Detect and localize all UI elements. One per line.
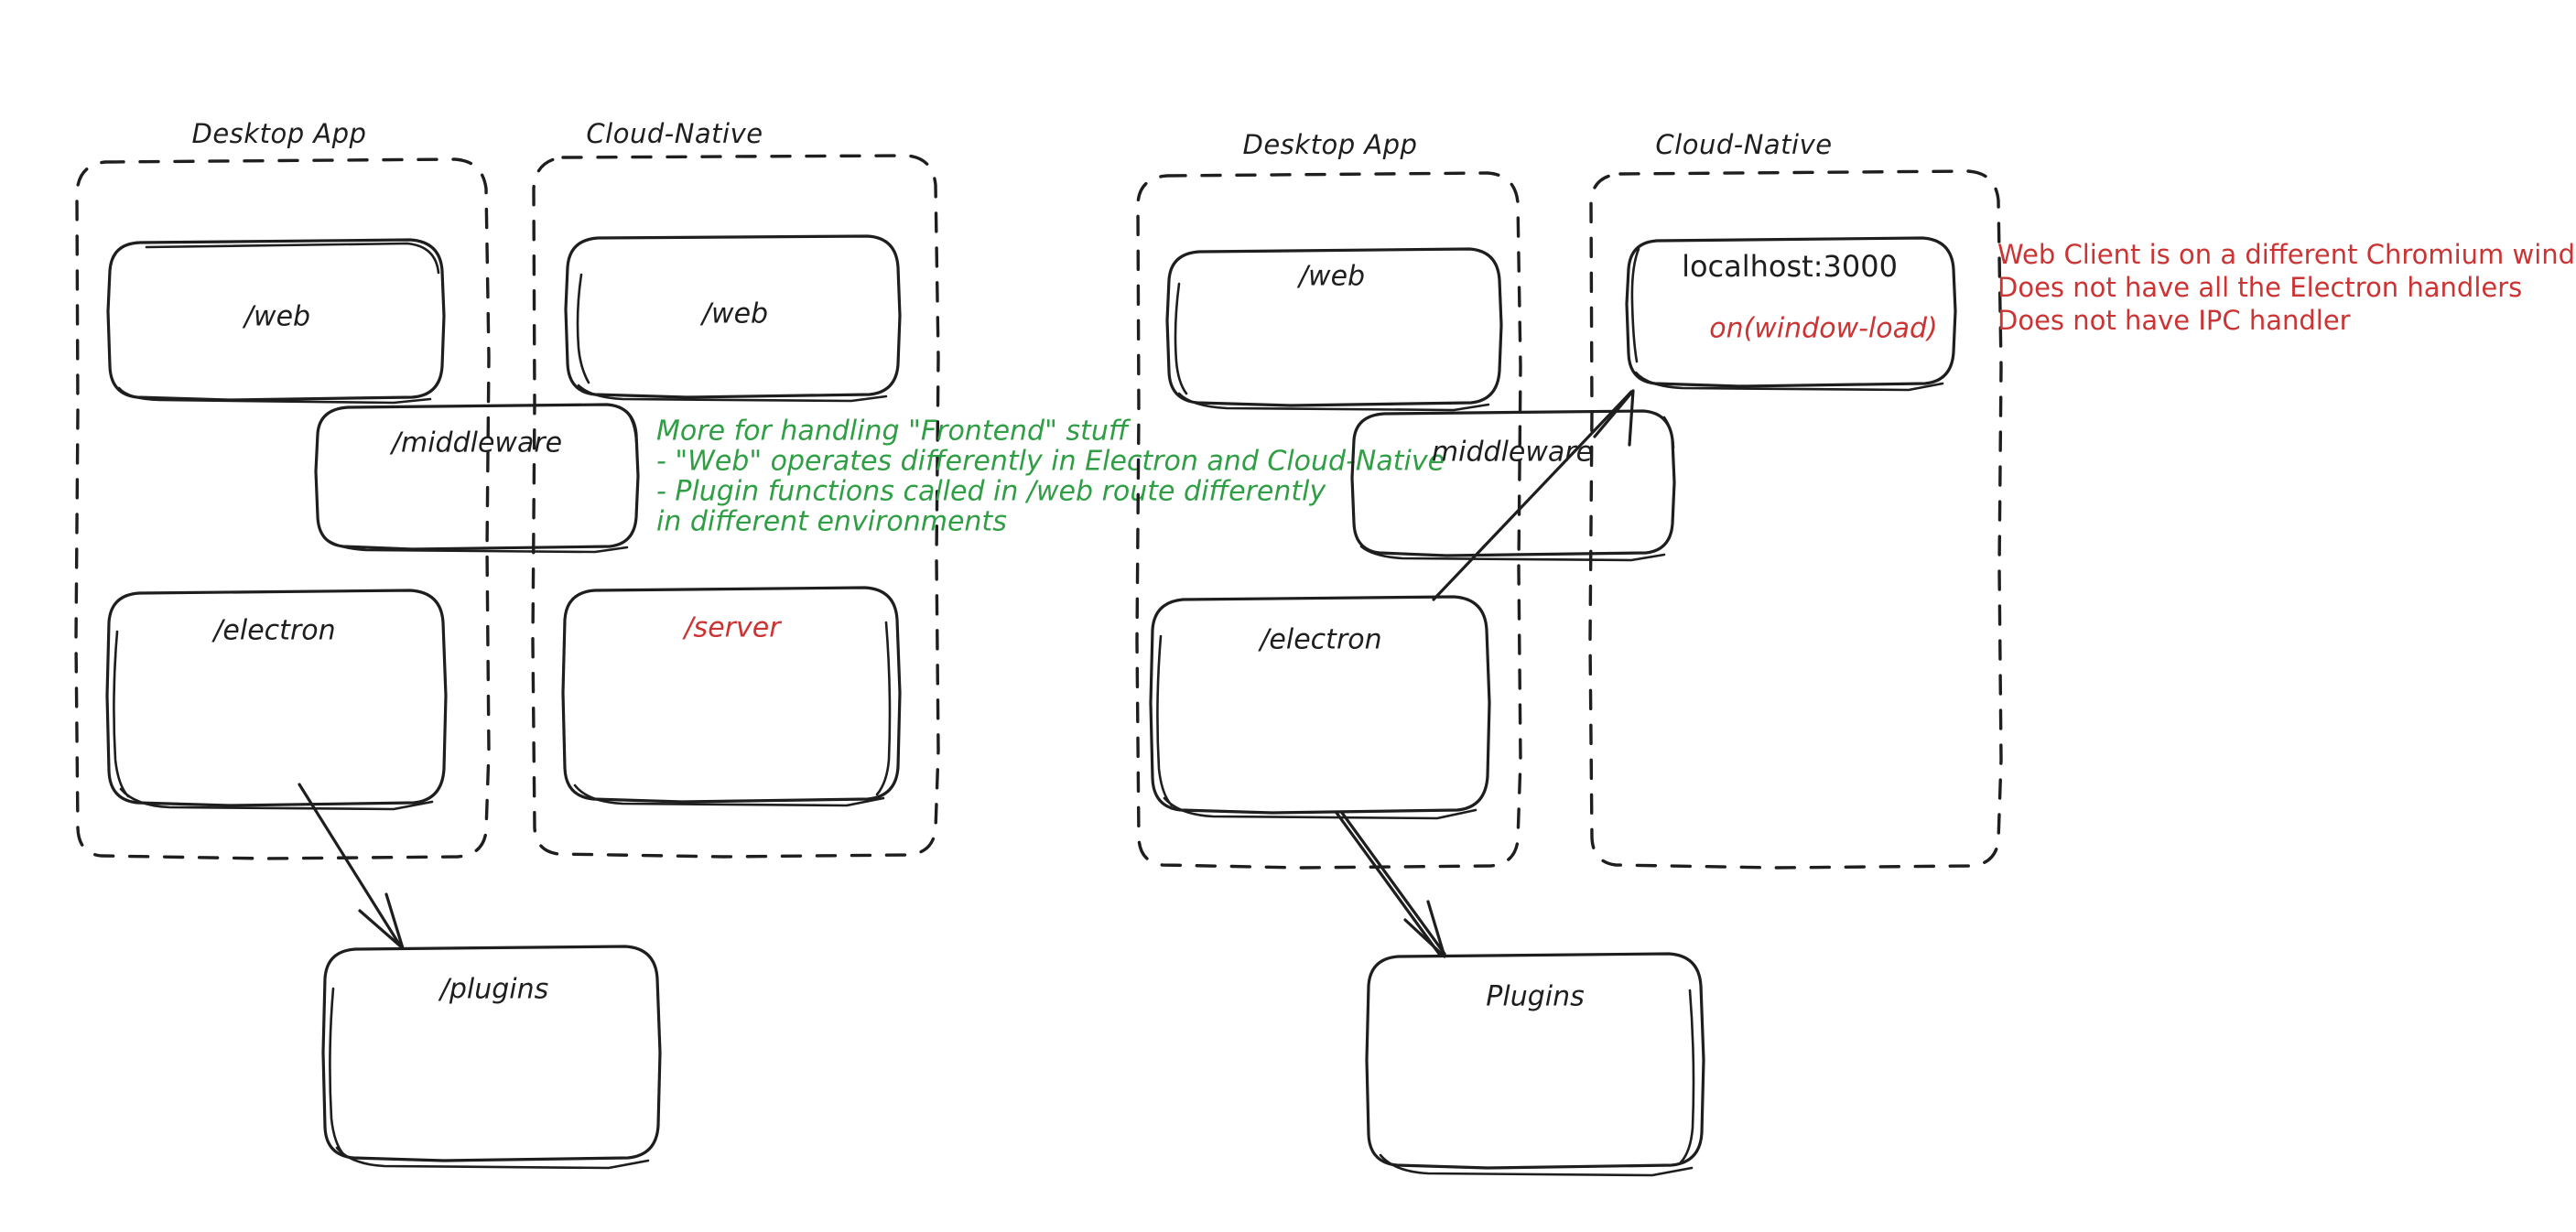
group-title-right-cloud: Cloud-Native — [1655, 129, 1832, 160]
node-outline-sketch-second — [1662, 416, 1675, 449]
group-boundary-dashed — [74, 157, 491, 860]
connector-arrowhead — [1403, 900, 1446, 958]
node-outline — [321, 945, 662, 1162]
connector-left-electron-to-plugins — [298, 783, 405, 950]
node-outline — [1625, 236, 1957, 388]
node-label: /web — [1296, 261, 1365, 293]
node-label: /web — [242, 301, 310, 333]
group-boundary-dashed — [1588, 169, 2003, 870]
node-label: /server — [681, 612, 782, 644]
group-title-left-desktop: Desktop App — [192, 118, 367, 149]
node-outline — [106, 238, 446, 402]
node-outline-sketch-second — [1630, 247, 1640, 363]
node-outline-sketch-second — [875, 621, 892, 796]
node-left-electron[interactable]: /electron — [105, 589, 448, 811]
connector-arrowhead — [358, 892, 405, 950]
node-outline-sketch-second — [113, 630, 130, 798]
node-left-middleware[interactable]: /middleware — [314, 403, 640, 554]
note-green: More for handling "Frontend" stuff - "We… — [656, 416, 1445, 538]
group-left-desktop-app[interactable]: Desktop App — [74, 118, 491, 860]
node-outline — [561, 586, 902, 804]
node-outline-sketch-third — [1634, 371, 1944, 392]
node-right-electron[interactable]: /electron — [1149, 595, 1491, 820]
node-label: /electron — [1257, 624, 1381, 656]
connector-line — [1432, 390, 1633, 601]
group-boundary-dashed — [1135, 171, 1522, 870]
node-outline-sketch-second — [145, 242, 440, 275]
node-outline-sketch-second — [1679, 989, 1695, 1164]
node-outline — [1350, 409, 1676, 557]
node-right-plugins[interactable]: Plugins — [1365, 952, 1705, 1177]
node-label: Plugins — [1486, 981, 1584, 1013]
group-right-desktop-app[interactable]: Desktop App — [1135, 129, 1522, 870]
node-right-desktop-web[interactable]: /web — [1165, 247, 1503, 412]
note-red: Web Client is on a different Chromium wi… — [1997, 239, 2576, 336]
node-outline-sketch-third — [119, 787, 434, 811]
group-left-cloud-native[interactable]: Cloud-Native — [531, 118, 940, 859]
note-red-line-1: Web Client is on a different Chromium wi… — [1997, 239, 2576, 270]
node-left-server[interactable]: /server — [561, 586, 902, 807]
node-sublabel: on(window-load) — [1709, 313, 1938, 345]
node-outline-sketch-second — [329, 987, 346, 1157]
connector-right-electron-to-plugins — [1335, 811, 1446, 958]
connector-line — [298, 783, 402, 947]
node-label: /web — [699, 298, 768, 330]
note-green-line-2: - "Web" operates differently in Electron… — [656, 446, 1445, 478]
group-title-right-desktop: Desktop App — [1243, 129, 1418, 160]
node-outline-sketch-second — [576, 273, 590, 384]
node-outline — [1365, 952, 1705, 1170]
node-right-localhost[interactable]: localhost:3000 on(window-load) — [1625, 236, 1957, 392]
group-right-cloud-native[interactable]: Cloud-Native — [1588, 129, 2003, 870]
node-outline-sketch-third — [117, 386, 432, 405]
node-label: /middleware — [389, 427, 562, 459]
node-outline-sketch-second — [1156, 634, 1174, 807]
node-label: localhost:3000 — [1682, 249, 1898, 284]
note-green-line-3: - Plugin functions called in /web route … — [656, 476, 1326, 508]
node-outline — [105, 589, 448, 807]
node-left-desktop-web[interactable]: /web — [106, 238, 446, 405]
node-left-plugins[interactable]: /plugins — [321, 945, 662, 1170]
node-outline-sketch-third — [323, 536, 629, 554]
node-label: /plugins — [438, 974, 549, 1006]
note-green-line-1: More for handling "Frontend" stuff — [656, 416, 1131, 448]
node-outline-sketch-third — [577, 384, 888, 403]
connector-right-electron-to-localhost — [1432, 389, 1635, 601]
node-outline-sketch-third — [1379, 1153, 1694, 1177]
group-title-left-cloud: Cloud-Native — [586, 118, 763, 149]
node-outline-sketch-third — [1163, 796, 1477, 820]
note-red-line-2: Does not have all the Electron handlers — [1997, 272, 2522, 303]
node-outline — [1149, 595, 1491, 815]
node-left-cloud-web[interactable]: /web — [564, 234, 902, 403]
node-outline-sketch-second — [1174, 282, 1188, 395]
connector-line — [1335, 811, 1441, 956]
node-outline — [564, 234, 902, 399]
node-label: middleware — [1432, 437, 1593, 469]
node-outline-sketch-second — [625, 410, 638, 443]
node-label: /electron — [211, 615, 335, 647]
node-outline — [1165, 247, 1503, 407]
node-right-middleware[interactable]: middleware — [1350, 409, 1676, 562]
note-green-line-4: in different environments — [656, 506, 1007, 538]
connector-arrowhead — [1593, 389, 1635, 447]
node-outline-sketch-third — [1359, 545, 1666, 562]
node-outline-sketch-third — [335, 1146, 650, 1170]
note-red-line-3: Does not have IPC handler — [1997, 305, 2351, 336]
connector-line-double — [1340, 811, 1446, 956]
node-outline-sketch-third — [1177, 392, 1490, 412]
node-outline-sketch-third — [573, 784, 885, 807]
